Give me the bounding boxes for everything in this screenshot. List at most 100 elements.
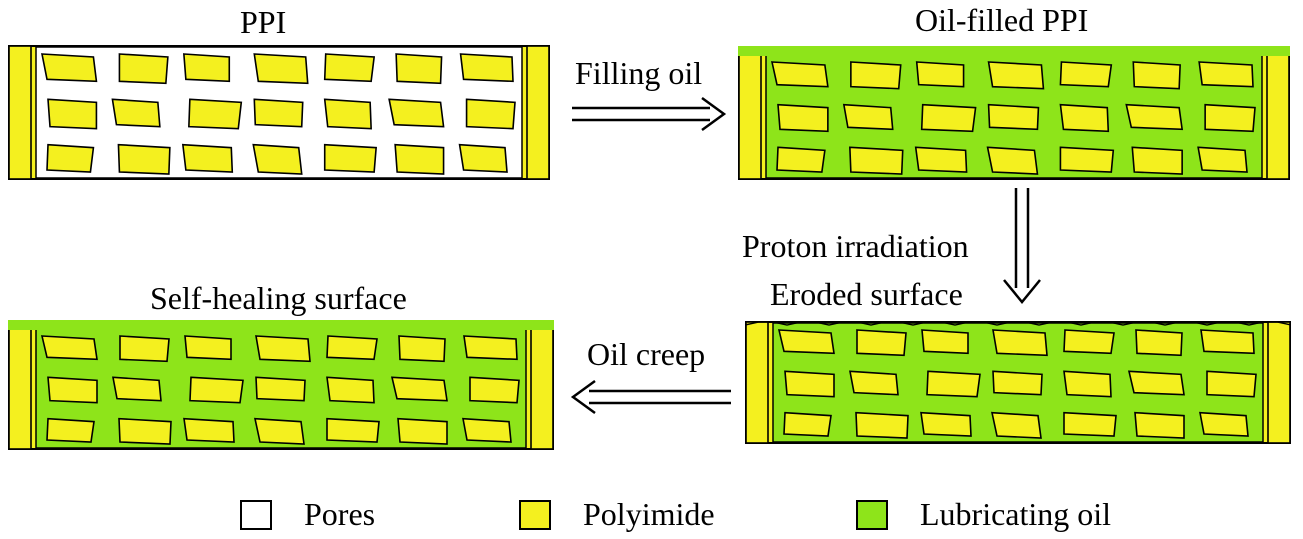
ppi-structure [8,45,550,180]
polyimide-cell [921,329,969,355]
polyimide-cell [184,335,232,361]
polyimide-cell [397,417,448,445]
polyimide-cell [323,98,372,130]
polyimide-cell [183,417,235,443]
polyimide-cell [253,98,304,128]
polyimide-cell [926,370,981,398]
polyimide-cell [47,98,98,130]
arrow-right-filling [572,96,727,132]
panel-self-healing [8,320,554,450]
polyimide-cell [1135,329,1183,357]
polyimide-cell [1127,370,1185,396]
polyimide-cell [777,329,835,355]
surface-oil-layer [738,46,1290,56]
polyimide-cell [118,417,172,445]
polyimide-cell [992,329,1048,357]
polyimide-cell [112,376,162,402]
panel-ppi [8,42,550,180]
legend-swatch-pores [240,499,272,530]
polyimide-cell [465,98,516,130]
polyimide-cell [783,411,832,437]
oil-filled-structure [738,46,1290,180]
step-label-proton-irradiation: Proton irradiation [742,228,969,264]
polyimide-cell [1206,370,1257,398]
legend-item-lubricating-oil: Lubricating oil [856,496,1111,533]
polyimide-cell [777,103,829,133]
legend-label-polyimide: Polyimide [583,496,715,532]
polyimide-cell [323,53,376,83]
polyimide-cell [388,98,445,128]
polyimide-cell [390,376,448,402]
legend-item-polyimide: Polyimide [519,496,715,533]
polyimide-cell [47,376,98,404]
polyimide-cell [856,329,907,357]
polyimide-cell [398,335,446,363]
polyimide-cell [1134,411,1185,439]
polyimide-cell [395,53,443,85]
polyimide-cell [990,411,1042,439]
polyimide-cell [849,146,904,175]
polyimide-cell [189,376,244,404]
polyimide-cell [987,103,1040,131]
polyimide-cell [1063,329,1115,355]
panel-oil-filled [738,46,1290,180]
polyimide-cell [920,103,977,133]
eroded-surface-line [745,321,1291,326]
polyimide-cell [842,103,894,131]
polyimide-cell [40,335,98,361]
polyimide-cell [855,411,909,439]
eroded-structure [745,321,1291,444]
legend-label-lubricating-oil: Lubricating oil [920,496,1112,532]
polyimide-cell [253,53,309,85]
polyimide-cell [987,61,1045,90]
polyimide-cell [252,143,303,175]
polyimide-cell [1125,103,1184,131]
polyimide-cell [1200,329,1255,355]
polyimide-cell [986,146,1039,175]
arrow-left-creep [570,379,731,415]
polyimide-cell [255,376,306,402]
step-label-filling-oil: Filling oil [575,55,703,91]
polyimide-cell [394,143,445,175]
polyimide-cell [770,61,829,88]
surface-oil-layer [8,320,554,330]
panel-title-self-healing: Self-healing surface [150,280,407,316]
polyimide-cell [255,335,311,363]
polyimide-cell [850,61,902,90]
polyimide-cell [117,143,171,175]
polyimide-cell [182,53,231,83]
polyimide-cell [46,417,95,443]
polyimide-cell [118,53,169,85]
polyimide-cell [849,370,899,396]
polyimide-cell [1199,411,1249,437]
polyimide-cell [914,146,968,173]
polyimide-cell [326,376,375,404]
polyimide-cell [253,417,305,445]
panel-title-ppi: PPI [240,4,287,40]
polyimide-cell [46,143,95,173]
step-label-oil-creep: Oil creep [587,336,706,372]
polyimide-cell [915,61,965,88]
polyimide-cell [326,417,380,443]
polyimide-cell [41,53,98,83]
polyimide-cell [992,370,1043,396]
polyimide-cell [1063,370,1112,398]
polyimide-cell [1063,411,1117,437]
panel-title-oil-filled: Oil-filled PPI [915,2,1089,38]
legend-swatch-polyimide [519,499,551,530]
polyimide-cell [469,376,520,404]
polyimide-cell [1131,146,1183,175]
polyimide-cell [323,143,378,173]
panel-title-eroded: Eroded surface [770,276,963,312]
legend-item-pores: Pores [240,496,375,533]
polyimide-cell [784,370,835,398]
polyimide-cell [776,146,826,173]
polyimide-cell [1059,103,1110,133]
polyimide-cell [1059,61,1113,88]
polyimide-cell [463,335,518,361]
polyimide-cell [459,53,514,83]
polyimide-cell [111,98,161,128]
polyimide-cell [462,417,512,443]
polyimide-cell [1059,146,1115,173]
polyimide-cell [1204,103,1256,133]
